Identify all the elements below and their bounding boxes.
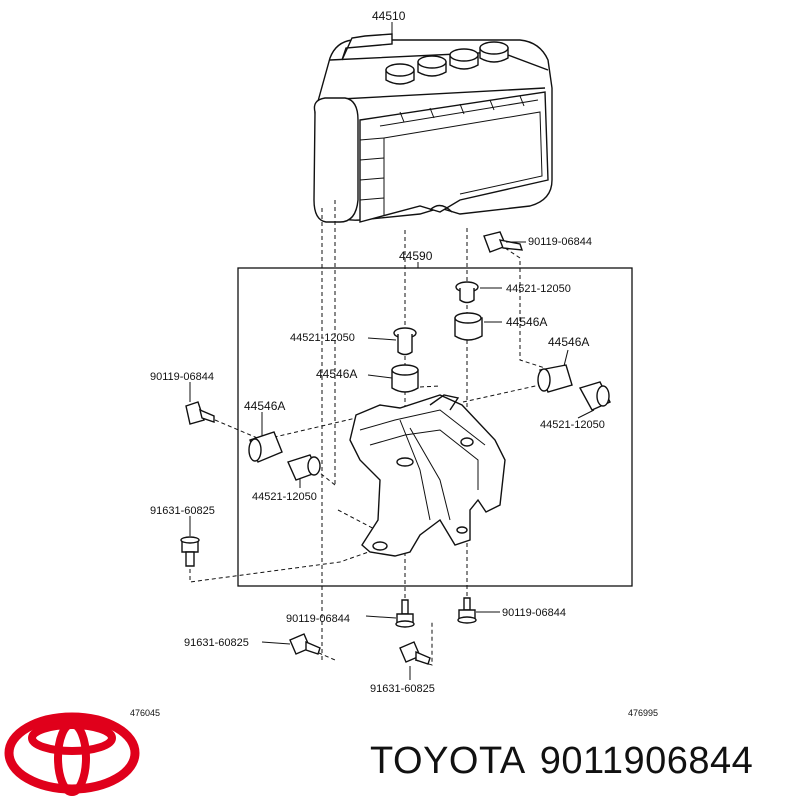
bolt-top-right (483, 231, 524, 253)
bracket-frame (237, 267, 633, 587)
bolt-left (185, 401, 215, 425)
collar-center (393, 327, 417, 356)
label-flange-bolt-bottom-left: 91631-60825 (184, 637, 249, 649)
collar-right (578, 381, 611, 411)
collar-left (287, 454, 321, 481)
bolt-bottom-center (395, 599, 415, 628)
label-flange-bolt-bottom-center: 91631-60825 (370, 683, 435, 695)
label-cushion-right: 44546A (548, 335, 589, 349)
label-flange-bolt-left: 91631-60825 (150, 505, 215, 517)
label-bolt-top-right: 90119-06844 (528, 236, 592, 248)
bracket (349, 394, 506, 557)
label-collar-right: 44521-12050 (540, 419, 605, 431)
cushion-top (454, 312, 483, 341)
label-collar-center: 44521-12050 (290, 332, 355, 344)
flange-bolt-bottom-center (399, 641, 431, 665)
label-collar-left: 44521-12050 (252, 491, 317, 503)
label-bolt-left: 90119-06844 (150, 371, 214, 383)
flange-bolt-left (180, 536, 200, 567)
abs-actuator-unit (313, 33, 553, 223)
label-collar-top: 44521-12050 (506, 283, 571, 295)
cushion-center (391, 364, 419, 393)
bolt-bottom-right (457, 597, 477, 624)
cushion-right (537, 364, 573, 393)
label-bolt-bottom-center: 90119-06844 (286, 613, 350, 625)
flange-bolt-bottom-left (289, 633, 321, 655)
label-abs-unit: 44510 (372, 9, 406, 23)
part-number: 9011906844 (539, 740, 754, 782)
label-leaders (189, 22, 595, 680)
toyota-logo (4, 712, 140, 796)
label-cushion-left: 44546A (244, 399, 285, 413)
label-bolt-bottom-right: 90119-06844 (502, 607, 566, 619)
collar-top (455, 281, 479, 304)
ref-code-left: 476045 (130, 708, 160, 718)
cushion-left (248, 431, 283, 463)
ref-code-right: 476995 (628, 708, 658, 718)
brand-name: TOYOTA (370, 740, 526, 782)
label-bracket: 44590 (399, 249, 433, 263)
label-cushion-center: 44546A (316, 367, 357, 381)
brand-caption: TOYOTA 9011906844 (370, 740, 767, 783)
label-cushion-top: 44546A (506, 315, 547, 329)
